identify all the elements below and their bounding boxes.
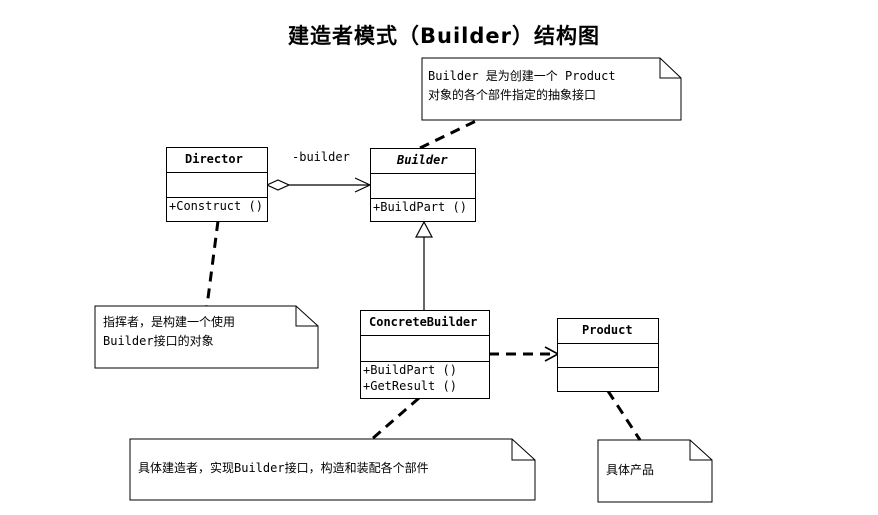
note-builder-line: Builder 是为创建一个 Product [428, 69, 616, 83]
anchor-product-note [606, 390, 642, 441]
note-director-shape [94, 305, 319, 369]
class-product-name: Product [582, 323, 633, 337]
class-concrete-builder-name: ConcreteBuilder [369, 315, 478, 329]
note-product-line: 具体产品 [606, 463, 655, 477]
class-director: Director +Construct () [166, 147, 268, 222]
class-director-operations: +Construct () [167, 197, 267, 214]
aggregation-director-builder [265, 177, 372, 193]
note-builder-text: Builder 是为创建一个 Product 对象的各个部件指定的抽象接口 [428, 67, 616, 105]
note-director-text: 指挥者，是构建一个使用 Builder接口的对象 [103, 313, 235, 351]
diagram-title: 建造者模式（Builder）结构图 [288, 24, 600, 48]
class-concrete-builder-attributes [361, 335, 489, 361]
class-director-name: Director [185, 152, 243, 166]
generalization-concrete-builder-builder [415, 220, 433, 310]
note-concrete-builder-shape [129, 438, 536, 501]
note-product-text: 具体产品 [606, 461, 654, 480]
class-product-operations [558, 367, 658, 368]
class-concrete-builder-operations: +BuildPart () +GetResult () [361, 361, 489, 394]
note-builder-line: 对象的各个部件指定的抽象接口 [428, 88, 597, 102]
class-builder-attributes [371, 173, 475, 198]
class-concrete-builder: ConcreteBuilder +BuildPart () +GetResult… [360, 310, 490, 399]
class-builder: Builder +BuildPart () [370, 148, 476, 222]
note-director-line: Builder接口的对象 [103, 334, 214, 348]
class-product-attributes [558, 343, 658, 367]
concrete-builder-operation-build: +BuildPart () [363, 363, 457, 377]
anchor-director-note [205, 220, 220, 307]
note-concrete-builder-line: 具体建造者，实现Builder接口，构造和装配各个部件 [138, 461, 429, 475]
anchor-builder-note [419, 118, 479, 150]
anchor-concrete-builder-note [371, 396, 420, 441]
association-role-label: -builder [292, 150, 350, 164]
class-builder-name: Builder [397, 153, 448, 167]
note-concrete-builder-text: 具体建造者，实现Builder接口，构造和装配各个部件 [138, 459, 429, 478]
concrete-builder-operation-result: +GetResult () [363, 379, 457, 393]
note-director-line: 指挥者，是构建一个使用 [103, 315, 236, 329]
director-operation: +Construct () [169, 199, 263, 213]
note-builder-shape [421, 57, 682, 121]
class-builder-operations: +BuildPart () [371, 198, 475, 215]
builder-operation: +BuildPart () [373, 200, 467, 214]
dependency-concrete-builder-product [489, 346, 560, 362]
note-product-shape [597, 439, 713, 503]
class-product: Product [557, 318, 659, 392]
class-director-attributes [167, 172, 267, 197]
